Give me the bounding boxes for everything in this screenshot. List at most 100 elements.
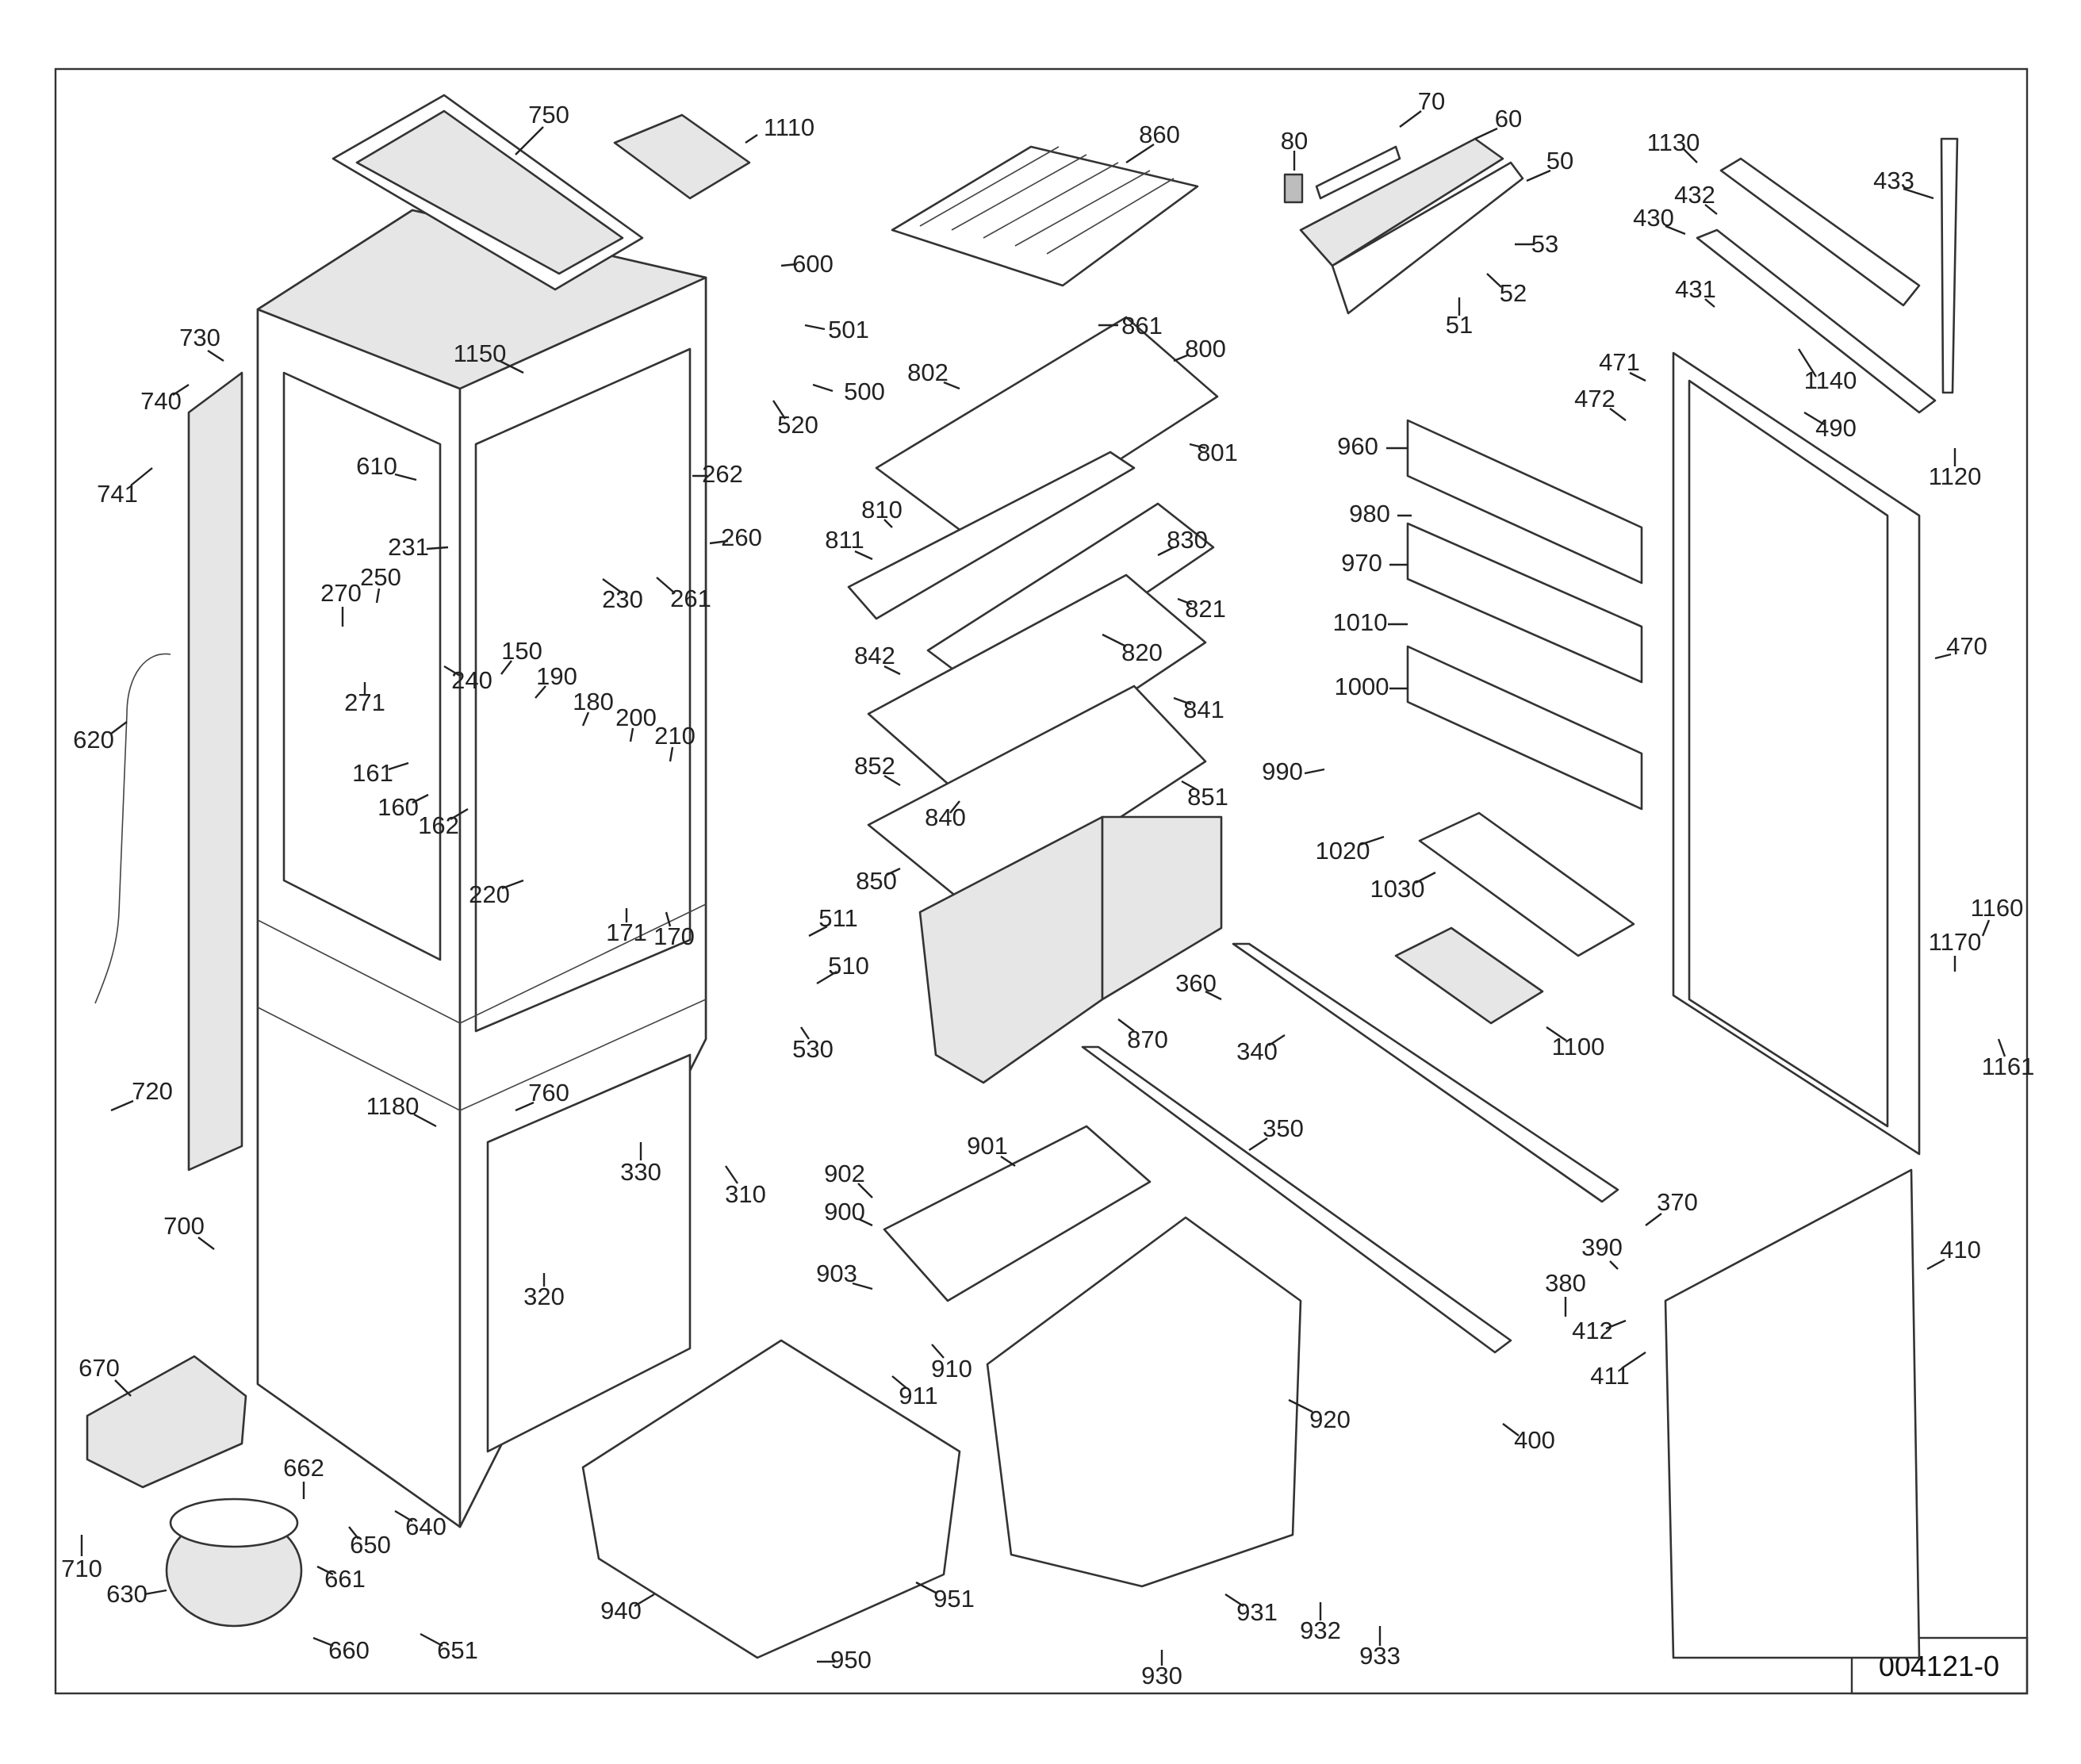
callout-label: 1020 [1316, 837, 1370, 865]
callout-label: 80 [1281, 127, 1308, 155]
leader-line [375, 588, 381, 604]
callout-label: 901 [967, 1132, 1008, 1160]
leader-line [501, 879, 524, 890]
callout-label: 902 [824, 1160, 865, 1187]
callout-label: 53 [1531, 230, 1558, 258]
leader-line [1224, 1593, 1244, 1608]
leader-line [394, 473, 417, 481]
callout-label: 760 [528, 1079, 569, 1106]
callout-label: 950 [830, 1646, 872, 1674]
callout-label: 840 [925, 803, 966, 831]
drawing-frame [54, 67, 2029, 1695]
callout-label: 500 [844, 378, 885, 405]
callout-label: 1161 [1982, 1053, 2035, 1080]
callout-label: 330 [620, 1158, 661, 1186]
leader-line [943, 381, 960, 390]
callout-label: 1130 [1647, 128, 1700, 156]
leader-line [412, 793, 429, 804]
callout-label: 320 [523, 1283, 565, 1310]
callout-label: 811 [825, 526, 864, 554]
leader-line [130, 467, 153, 486]
callout-label: 370 [1657, 1188, 1698, 1216]
callout-label: 861 [1121, 312, 1163, 339]
callout-label: 1110 [764, 113, 814, 141]
leader-line [394, 1509, 413, 1523]
leader-line [602, 578, 623, 594]
leader-line [857, 1183, 873, 1198]
leader-line [450, 807, 469, 821]
callout-label: 600 [792, 250, 834, 278]
callout-label: 511 [818, 904, 857, 932]
leader-line [500, 660, 512, 675]
leader-line [443, 665, 461, 677]
leader-line [772, 400, 787, 420]
callout-label: 802 [907, 359, 949, 386]
leader-line [1621, 1352, 1646, 1369]
leader-line [1102, 633, 1127, 648]
callout-label: 1160 [1971, 894, 2024, 922]
callout-label: 933 [1359, 1642, 1401, 1670]
leader-line [1934, 653, 1952, 660]
leader-line [915, 1581, 937, 1594]
leader-line [515, 126, 544, 155]
callout-label: 960 [1337, 432, 1378, 460]
leader-line [1803, 411, 1825, 426]
title-block [1850, 1636, 2029, 1695]
leader-line [1609, 408, 1627, 421]
callout-label: 651 [437, 1636, 478, 1664]
leader-line [808, 925, 828, 938]
callout-label: 810 [861, 496, 903, 523]
leader-line [110, 1099, 134, 1112]
part-illustrations [86, 94, 1959, 1659]
callout-label: 800 [1185, 335, 1226, 362]
leader-line [634, 1593, 655, 1608]
callout-label: 50 [1546, 147, 1573, 174]
leader-line [629, 727, 634, 742]
leader-line [858, 1218, 873, 1227]
callout-label: 640 [405, 1513, 446, 1540]
callout-label: 741 [97, 480, 138, 508]
leader-line [1609, 1260, 1619, 1270]
leader-line [1981, 919, 1991, 937]
leader-line [515, 1101, 535, 1112]
callout-label: 390 [1581, 1233, 1623, 1261]
leader-line [931, 1344, 945, 1359]
callout-label: 410 [1940, 1236, 1981, 1264]
callout-label: 630 [106, 1580, 148, 1608]
callout-label: 52 [1500, 279, 1527, 307]
callout-label: 820 [1121, 638, 1163, 666]
leader-line [312, 1636, 334, 1647]
leader-line [886, 867, 901, 876]
callout-label: 70 [1418, 87, 1445, 115]
callout-label: 433 [1873, 167, 1914, 194]
callout-label: 930 [1141, 1662, 1182, 1689]
leader-line [1486, 273, 1502, 288]
callout-label: 970 [1341, 549, 1382, 577]
leader-line [1546, 1026, 1567, 1041]
leader-line [852, 1282, 873, 1290]
callout-label: 400 [1514, 1426, 1555, 1454]
callout-label: 720 [132, 1077, 173, 1105]
callout-label: 160 [377, 793, 419, 821]
callout-label: 240 [451, 666, 492, 694]
leader-line [1629, 371, 1646, 382]
callout-label: 210 [654, 722, 696, 750]
callout-label: 432 [1674, 181, 1715, 209]
leader-lines [80, 110, 2006, 1666]
leader-line [1645, 1213, 1662, 1226]
leader-line [1797, 348, 1818, 378]
callout-label: 162 [418, 811, 459, 839]
callout-label: 980 [1349, 500, 1390, 527]
callout-label: 650 [350, 1531, 391, 1559]
callout-label: 270 [320, 579, 362, 607]
callout-label: 860 [1139, 121, 1180, 148]
callout-label: 911 [899, 1382, 937, 1409]
callout-label: 520 [777, 411, 818, 439]
leader-line [1903, 187, 1934, 200]
callout-label: 231 [388, 533, 429, 561]
leader-line [1304, 768, 1325, 775]
callout-label: 870 [1127, 1026, 1168, 1053]
leader-line [1526, 169, 1551, 182]
leader-line [812, 383, 834, 393]
leader-line [1683, 148, 1698, 163]
